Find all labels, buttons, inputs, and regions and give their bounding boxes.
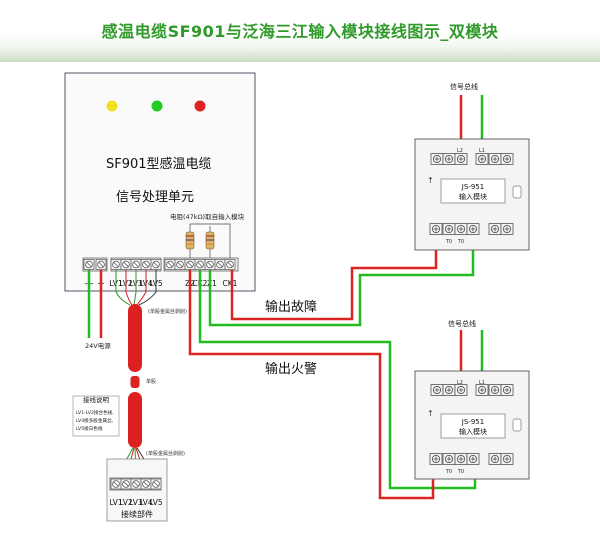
module2-bottom-t0a: T0	[445, 469, 452, 475]
processor-model: SF901型感温电缆	[106, 156, 212, 172]
module2-model: JS-951	[461, 418, 484, 426]
module2-top-l2: L2	[457, 380, 463, 386]
terminal-ck1: CK1	[223, 279, 238, 288]
module1-label-panel	[440, 178, 506, 204]
wiring-note-title: 接线说明	[83, 395, 110, 404]
led-green	[151, 100, 163, 112]
processor-name: 信号处理单元	[116, 190, 194, 205]
cable-label-mid: 单股	[146, 378, 156, 385]
cable-sheath-upper	[128, 304, 142, 372]
module2-top-l1: L1	[479, 380, 485, 386]
fault-wire-red	[230, 240, 438, 321]
output-fault-label: 输出故障	[265, 299, 317, 315]
module1-bottom-t0b: T0	[457, 239, 464, 245]
module1-arrow-icon: ↑	[427, 176, 434, 185]
module1-top-l1: L1	[479, 148, 485, 154]
wiring-note-line2: LV4接多股金属丝,	[76, 417, 114, 424]
module1-name: 输入模块	[459, 192, 487, 201]
output-fire-label: 输出火警	[265, 361, 317, 377]
module2-name: 输入模块	[459, 427, 487, 436]
module2-label-panel	[440, 413, 506, 439]
terminal-z1: Z1	[207, 279, 217, 288]
diagram-title: 感温电缆SF901与泛海三江输入模块接线图示_双模块	[101, 22, 499, 41]
resistor-note: 电阻(47kΩ)取自输入模块	[170, 212, 245, 221]
cable-segment	[130, 376, 140, 388]
connector-lv5: LV5	[149, 498, 162, 507]
wiring-note-line1: LV1-LV2接合色线,	[76, 409, 114, 416]
module2-bus-label: 信号总线	[448, 319, 476, 328]
cable-sheath-lower	[128, 392, 142, 448]
module1-model: JS-951	[461, 183, 484, 191]
fault-wire-green	[208, 240, 475, 327]
led-yellow	[106, 100, 118, 112]
module1-bus-label: 信号总线	[450, 82, 478, 91]
connector-lv2: LV2	[119, 498, 132, 507]
connector-label: 接续部件	[121, 509, 153, 519]
power-label: 24V电源	[85, 341, 111, 350]
cable-label-bottom: (单股金属丝剥削)	[146, 450, 185, 457]
module1-top-l2: L2	[457, 148, 463, 154]
wiring-note-box	[72, 395, 120, 437]
fire-wire-red	[188, 270, 435, 500]
connector-lv4: LV4	[139, 498, 152, 507]
module2-arrow-icon: ↑	[427, 409, 434, 418]
header-band	[0, 0, 600, 62]
led-red	[194, 100, 206, 112]
connector-lv3: LV3	[129, 498, 142, 507]
module1-bottom-t0a: T0	[445, 239, 452, 245]
fire-wire-green	[198, 270, 477, 490]
cable-label-top: (单股金属丝剥削)	[148, 308, 187, 315]
connector-lv1: LV1	[109, 498, 122, 507]
wiring-note-line3: LV5接白色线	[76, 425, 103, 432]
module2-bottom-t0b: T0	[457, 469, 464, 475]
